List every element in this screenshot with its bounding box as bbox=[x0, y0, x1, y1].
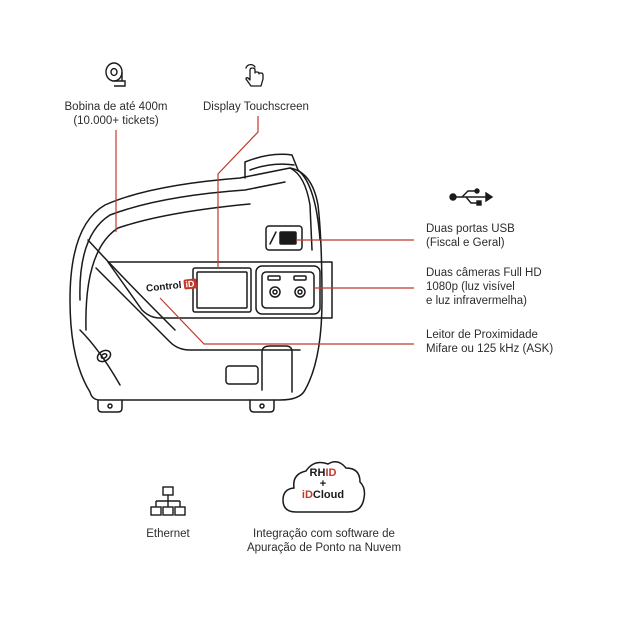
cameras-label: Duas câmeras Full HD 1080p (luz visível … bbox=[426, 266, 542, 308]
ethernet-label: Ethernet bbox=[128, 527, 208, 541]
reader-label-line1: Leitor de Proximidade bbox=[426, 329, 538, 341]
cloud-badge-i-d: iD bbox=[301, 489, 313, 501]
cloud-label-line2: Apuração de Ponto na Nuvem bbox=[246, 542, 402, 554]
cloud-badge-text: RHID + iDCloud bbox=[280, 468, 366, 501]
paper-roll-icon bbox=[101, 60, 129, 88]
cameras-label-line3: e luz infravermelha) bbox=[426, 295, 527, 307]
paper-roll-label-line1: Bobina de até 400m bbox=[64, 101, 168, 113]
usb-label-line2: (Fiscal e Geral) bbox=[426, 237, 505, 249]
cloud-badge-plus: + bbox=[319, 478, 327, 490]
display-label-line1: Display Touchscreen bbox=[203, 101, 309, 113]
reader-label: Leitor de Proximidade Mifare ou 125 kHz … bbox=[426, 328, 553, 356]
cloud-badge-id: ID bbox=[325, 467, 337, 479]
ethernet-label-text: Ethernet bbox=[146, 528, 190, 540]
usb-label-line1: Duas portas USB bbox=[426, 223, 515, 235]
cameras-label-line2: 1080p (luz visível bbox=[426, 281, 515, 293]
cloud-badge-line1: RHID bbox=[280, 468, 366, 479]
device-brand-text: Control bbox=[145, 279, 183, 295]
cloud-label: Integração com software de Apuração de P… bbox=[226, 527, 422, 555]
cameras-label-line1: Duas câmeras Full HD bbox=[426, 267, 542, 279]
cloud-badge-cloud: Cloud bbox=[312, 489, 345, 501]
cloud-icon bbox=[280, 456, 366, 518]
display-label: Display Touchscreen bbox=[203, 100, 309, 114]
usb-label: Duas portas USB (Fiscal e Geral) bbox=[426, 222, 515, 250]
usb-icon bbox=[449, 188, 494, 206]
device-brand-badge: iD bbox=[182, 278, 197, 290]
cloud-badge-line2: iDCloud bbox=[280, 490, 366, 501]
paper-roll-label-line2: (10.000+ tickets) bbox=[73, 115, 159, 127]
reader-label-line2: Mifare ou 125 kHz (ASK) bbox=[426, 343, 554, 355]
network-icon bbox=[150, 486, 186, 518]
touch-hand-icon bbox=[242, 62, 268, 90]
cloud-label-line1: Integração com software de bbox=[253, 528, 395, 540]
paper-roll-label: Bobina de até 400m (10.000+ tickets) bbox=[56, 100, 176, 128]
cloud-badge-rh: RH bbox=[309, 467, 326, 479]
